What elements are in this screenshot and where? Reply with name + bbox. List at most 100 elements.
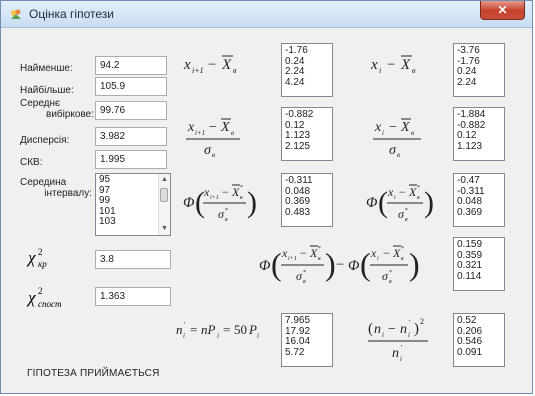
phi-diff-output[interactable]: 0.159 0.359 0.321 0.114: [453, 237, 505, 291]
svg-text:i: i: [377, 256, 379, 262]
scroll-thumb[interactable]: [160, 188, 168, 202]
value-cell: 2.24: [457, 76, 477, 88]
value-cell: -1.76: [457, 55, 480, 67]
svg-text:в: в: [397, 151, 400, 159]
close-button[interactable]: ✕: [480, 1, 525, 20]
value-cell: -0.311: [285, 175, 313, 186]
svg-text:nP: nP: [201, 322, 216, 337]
svg-text:−: −: [208, 57, 216, 73]
list-item[interactable]: 103: [99, 216, 116, 227]
value-cell: 2.125: [285, 140, 311, 152]
svg-text:2: 2: [38, 247, 43, 257]
list-item[interactable]: 97: [99, 184, 111, 196]
svg-text:=: =: [223, 322, 230, 337]
phi-next-formula: Φ ( x i+1 − X * в σ * в ): [183, 184, 257, 223]
svg-text:(: (: [360, 246, 371, 282]
chi-observed-field[interactable]: 1.363: [95, 287, 171, 306]
phi-cur-output[interactable]: -0.47 -0.311 0.048 0.369: [453, 173, 505, 227]
diff-cur-formula: x i − X в: [370, 55, 416, 75]
svg-text:i: i: [382, 129, 384, 137]
svg-text:i: i: [217, 332, 219, 340]
svg-text:2: 2: [420, 317, 424, 326]
svg-text:n: n: [176, 322, 183, 337]
svg-text:2: 2: [38, 286, 43, 296]
scroll-down-icon[interactable]: ▼: [161, 225, 168, 232]
svg-text:x: x: [183, 57, 191, 73]
std-field[interactable]: 1.995: [95, 150, 167, 169]
value-cell: 0.091: [457, 346, 483, 358]
min-field[interactable]: 94.2: [95, 56, 167, 75]
value-cell: -0.882: [285, 109, 314, 120]
svg-text:X: X: [220, 120, 230, 135]
svg-text:σ: σ: [218, 207, 225, 221]
list-item[interactable]: 95: [99, 174, 111, 185]
svg-text:n: n: [392, 346, 399, 361]
svg-text:χ: χ: [26, 248, 36, 267]
value-cell: 0.369: [285, 196, 311, 207]
svg-text:(: (: [368, 321, 373, 337]
scroll-up-icon[interactable]: ▲: [161, 176, 168, 183]
mean-field[interactable]: 99.76: [95, 101, 167, 120]
n-theor-output[interactable]: 7.965 17.92 16.04 5.72: [281, 313, 333, 367]
svg-text:Φ: Φ: [259, 258, 271, 274]
value-cell: 0.12: [457, 130, 477, 141]
std-label: СКВ:: [20, 157, 43, 168]
value-cell: 0.52: [457, 315, 477, 326]
value-cell: 0.159: [457, 239, 483, 250]
norm-cur-output[interactable]: -1.884 -0.882 0.12 1.123: [453, 107, 505, 161]
svg-text:в: в: [417, 195, 420, 201]
value-cell: -0.311: [457, 185, 485, 197]
svg-text:x: x: [203, 185, 210, 199]
title-bar: Оцінка гіпотези ✕: [1, 1, 532, 28]
list-scrollbar[interactable]: ▲ ▼: [158, 174, 170, 235]
mid-label-line2: інтервалу:: [44, 188, 92, 199]
diff-next-output[interactable]: -1.76 0.24 2.24 4.24: [281, 43, 333, 97]
value-cell: 1.123: [457, 140, 483, 152]
mean-label-line1: Середнє: [20, 98, 61, 109]
svg-text:−: −: [389, 120, 397, 135]
value-cell: 0.546: [457, 336, 483, 347]
svg-text:i: i: [379, 66, 381, 75]
svg-text:i+1: i+1: [210, 195, 219, 201]
svg-text:*: *: [417, 185, 420, 191]
svg-text:в: в: [212, 151, 215, 159]
norm-cur-formula: x i − X в σ в: [373, 118, 421, 159]
value-cell: 5.72: [285, 346, 305, 358]
svg-text:σ: σ: [389, 143, 397, 158]
svg-text:*: *: [405, 208, 408, 214]
client-area: Найменше: Найбільше: Середнє вибіркове: …: [8, 31, 528, 389]
chi-critical-field[interactable]: 3.8: [95, 250, 171, 269]
app-icon: [11, 9, 21, 19]
svg-text:−: −: [388, 322, 396, 337]
max-field[interactable]: 105.9: [95, 77, 167, 96]
list-item[interactable]: 99: [99, 195, 111, 206]
phi-next-output[interactable]: -0.311 0.048 0.369 0.483: [281, 173, 333, 227]
svg-text:x: x: [187, 120, 195, 135]
value-cell: -0.47: [457, 175, 480, 186]
svg-text:в: в: [405, 217, 408, 223]
svg-text:спост: спост: [38, 299, 62, 309]
diff-cur-output[interactable]: -3.76 -1.76 0.24 2.24: [453, 43, 505, 97]
chi-critical-formula: χ 2 кр: [26, 247, 47, 269]
svg-text:x: x: [370, 246, 377, 260]
svg-text:): ): [409, 246, 420, 282]
list-item[interactable]: 101: [99, 205, 116, 217]
value-cell: 0.24: [457, 66, 477, 77]
value-cell: 2.24: [285, 66, 305, 77]
svg-text:−: −: [399, 185, 406, 199]
svg-text:−: −: [300, 246, 307, 260]
svg-text:': ': [401, 344, 402, 352]
svg-text:X: X: [400, 57, 411, 73]
norm-next-output[interactable]: -0.882 0.12 1.123 2.125: [281, 107, 333, 161]
svg-text:50: 50: [234, 322, 247, 337]
chi-terms-output[interactable]: 0.52 0.206 0.546 0.091: [453, 313, 505, 367]
value-cell: 0.206: [457, 325, 483, 337]
svg-text:P: P: [248, 322, 257, 337]
svg-text:Φ: Φ: [348, 258, 360, 274]
hypothesis-status: ГІПОТЕЗА ПРИЙМАЄТЬСЯ: [27, 368, 160, 379]
variance-field[interactable]: 3.982: [95, 127, 167, 146]
svg-text:−: −: [383, 246, 390, 260]
svg-text:i: i: [400, 355, 402, 363]
interval-mid-list[interactable]: 95 97 99 101 103 ▲ ▼: [95, 173, 171, 236]
